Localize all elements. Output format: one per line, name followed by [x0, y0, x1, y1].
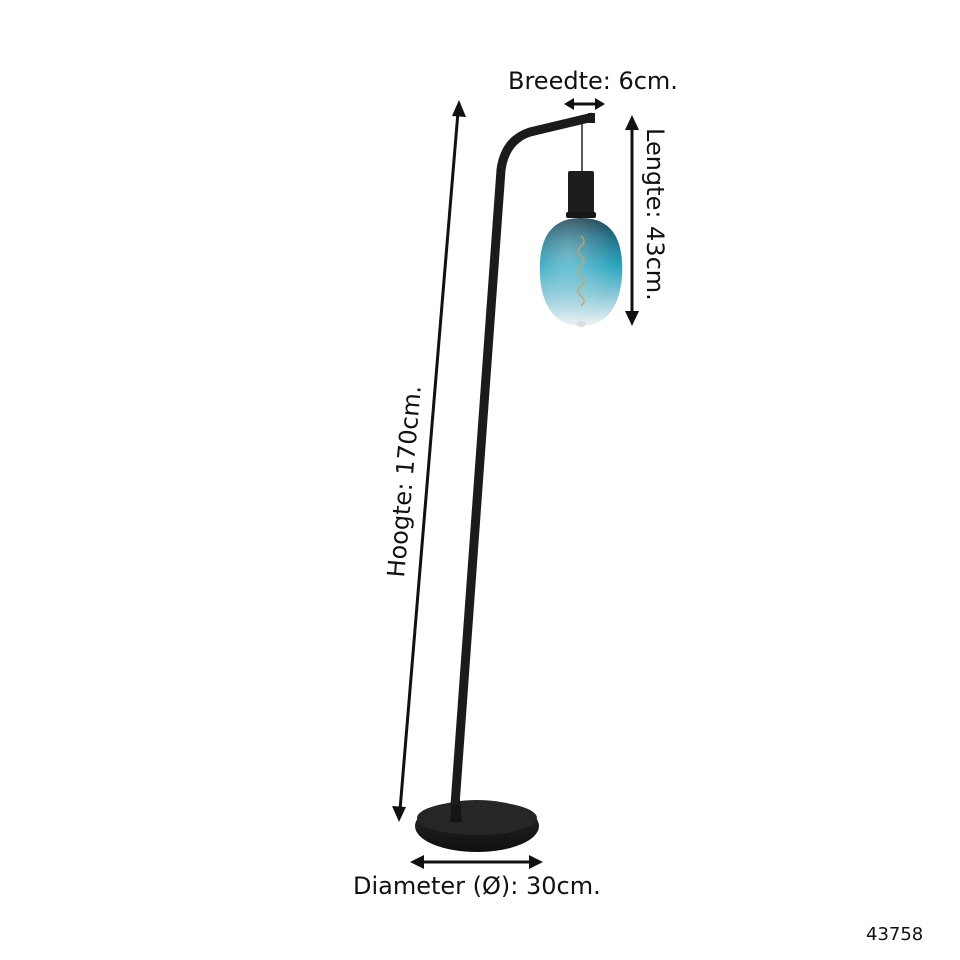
lamp-base-top: [417, 801, 537, 835]
lamp-socket: [568, 171, 594, 217]
lamp-socket-ring: [566, 212, 596, 218]
floor-lamp: [415, 112, 623, 852]
lamp-arm-end: [588, 113, 595, 123]
dimension-arrows: [392, 98, 639, 869]
lamp-bulb-shine: [539, 218, 623, 326]
lamp-filament: [577, 235, 585, 307]
length-arrow: [625, 115, 639, 326]
diameter-label: Diameter (Ø): 30cm.: [353, 872, 601, 900]
diameter-arrow: [410, 855, 543, 869]
lamp-foot-collar: [450, 800, 462, 822]
lamp-bulb-tip: [576, 321, 586, 327]
product-code: 43758: [866, 924, 923, 945]
length-label: Lengte: 43cm.: [641, 128, 669, 301]
lamp-pole: [450, 112, 595, 806]
width-label: Breedte: 6cm.: [508, 67, 678, 95]
height-label: Hoogte: 170cm.: [382, 384, 427, 578]
width-arrow: [564, 98, 605, 110]
height-arrow: [392, 100, 466, 822]
